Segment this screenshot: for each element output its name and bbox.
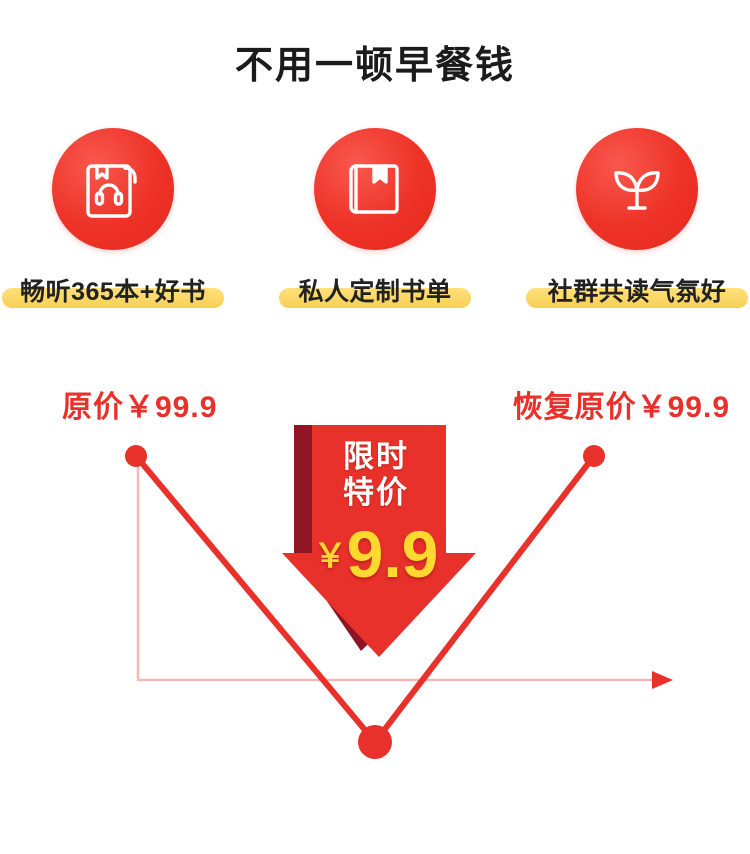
original-price-right: 恢复原价￥99.9: [512, 391, 730, 424]
currency-symbol: ￥: [313, 537, 347, 574]
banner-title-line1: 限时: [343, 439, 409, 474]
banner-title: 限时 特价: [276, 439, 476, 510]
feature-ribbon-1: 畅听365本+好书: [2, 270, 224, 310]
limited-time-offer-banner: 限时 特价 ￥9.9: [276, 425, 476, 660]
price-drop-chart: 原价￥99.9 恢复原价￥99.9 限时 特价 ￥9.9: [0, 360, 750, 790]
ribbon-bar-2: [278, 288, 471, 308]
banner-price: ￥9.9: [276, 521, 476, 587]
chart-point-bottom: [358, 725, 392, 759]
page-title: 不用一顿早餐钱: [234, 45, 515, 87]
bookmark-book-icon: [340, 154, 410, 224]
feature-label-2: 私人定制书单: [298, 278, 452, 306]
feature-label-3: 社群共读气氛好: [547, 278, 727, 306]
chart-point-right: [583, 445, 605, 467]
down-arrow-shape: [282, 425, 476, 657]
ribbon-bar-3: [525, 288, 748, 308]
feature-list: 畅听365本+好书 私人定制书单: [0, 128, 750, 310]
banner-title-line2: 特价: [343, 474, 409, 510]
ribbon-bar-1: [2, 288, 224, 308]
feature-label-1: 畅听365本+好书: [20, 278, 206, 306]
feature-item-2: 私人定制书单: [275, 128, 475, 310]
feature-icon-circle-3: [576, 128, 698, 250]
feature-icon-circle-1: [52, 128, 174, 250]
price-chart-graphic: [125, 445, 673, 759]
chart-point-left: [125, 445, 147, 467]
feature-item-3: 社群共读气氛好: [525, 128, 748, 310]
original-price-left: 原价￥99.9: [62, 391, 218, 424]
feature-item-1: 畅听365本+好书: [2, 128, 224, 310]
sprout-icon: [602, 154, 672, 224]
feature-ribbon-2: 私人定制书单: [278, 270, 471, 310]
feature-icon-circle-2: [314, 128, 436, 250]
price-amount: 9.9: [346, 517, 439, 591]
feature-ribbon-3: 社群共读气氛好: [525, 270, 748, 310]
book-headphones-icon: [78, 154, 148, 224]
